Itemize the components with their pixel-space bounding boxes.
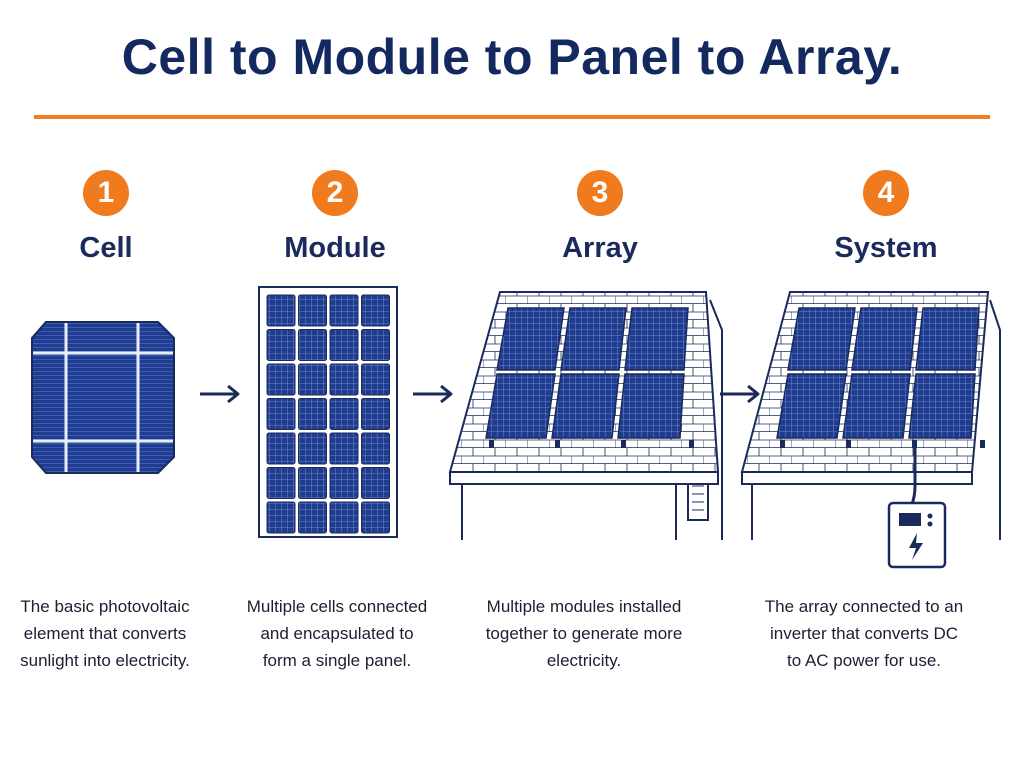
step-label: Array xyxy=(562,232,638,264)
arrow-right-icon xyxy=(411,384,453,404)
step-label: Module xyxy=(284,232,386,264)
solar-cell-icon xyxy=(31,321,175,474)
step-cell: 1 Cell xyxy=(0,170,226,265)
roof-system-icon xyxy=(740,291,1001,540)
page-title: Cell to Module to Panel to Array. xyxy=(121,29,903,85)
inverter-icon xyxy=(887,501,947,569)
step-description-system: The array connected to an inverter that … xyxy=(764,597,964,670)
step-description-array: Multiple modules installed together to g… xyxy=(485,597,683,670)
lightning-icon xyxy=(909,533,923,560)
solar-module-icon xyxy=(258,286,398,538)
step-description-module: Multiple cells connected and encapsulate… xyxy=(246,597,428,670)
arrow-right-icon xyxy=(718,384,760,404)
step-number-badge: 1 xyxy=(83,170,129,216)
step-number-badge: 3 xyxy=(577,170,623,216)
step-system: 4 System xyxy=(766,170,1006,265)
step-number-badge: 2 xyxy=(312,170,358,216)
step-module: 2 Module xyxy=(215,170,455,265)
step-label: Cell xyxy=(79,232,133,264)
step-array: 3 Array xyxy=(480,170,720,265)
step-description-cell: The basic photovoltaic element that conv… xyxy=(20,597,190,670)
step-label: System xyxy=(834,232,938,264)
roof-array-icon xyxy=(448,291,723,540)
arrow-right-icon xyxy=(198,384,240,404)
step-number-badge: 4 xyxy=(863,170,909,216)
title-divider xyxy=(34,115,990,119)
